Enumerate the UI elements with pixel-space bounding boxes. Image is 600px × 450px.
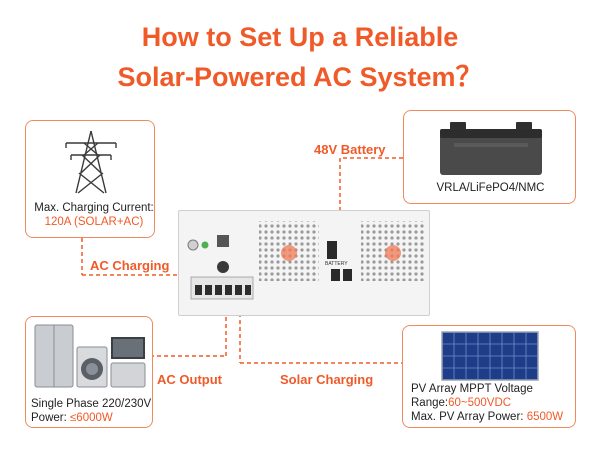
solar-panel-icon <box>441 331 539 381</box>
battery-icon <box>440 122 542 175</box>
pv-card: PV Array MPPT Voltage Range:60~500VDC Ma… <box>402 325 576 428</box>
title-line-2: Solar-Powered AC System？ <box>117 62 483 92</box>
appliance-power-value: ≤6000W <box>70 412 113 424</box>
pv-voltage-label: PV Array MPPT Voltage <box>411 383 533 395</box>
solar-charging-label: Solar Charging <box>280 372 374 387</box>
transmission-tower-icon <box>65 130 117 194</box>
appliance-power-label: Power: <box>31 412 70 424</box>
pv-power-line: Max. PV Array Power: 6500W <box>411 410 577 424</box>
grid-charging-current-label: Max. Charging Current: <box>34 202 154 214</box>
battery-types: VRLA/LiFePO4/NMC <box>436 182 545 194</box>
grid-charging-current-value: 120A (SOLAR+AC) <box>44 216 144 228</box>
appliance-card: Single Phase 220/230V Power: ≤6000W <box>25 316 153 428</box>
pv-power-label: Max. PV Array Power: <box>411 411 527 423</box>
inverter-icon <box>187 221 425 300</box>
battery-connector-label: 48V Battery <box>314 142 386 157</box>
pv-range-label: Range: <box>411 397 449 409</box>
battery-card: VRLA/LiFePO4/NMC <box>403 110 576 204</box>
home-appliances-icon <box>34 324 146 388</box>
appliance-power-line: Power: ≤6000W <box>31 411 153 425</box>
pv-range-line: Range:60~500VDC <box>411 396 577 410</box>
inverter-unit: BATTERY <box>178 210 430 316</box>
ac-charging-label: AC Charging <box>90 258 170 273</box>
pv-range-value: 60~500VDC <box>448 397 512 409</box>
grid-card: Max. Charging Current: 120A (SOLAR+AC) <box>25 120 155 238</box>
battery-port-label: BATTERY <box>325 261 348 267</box>
pv-power-value: 6500W <box>526 411 564 423</box>
title-line-1: How to Set Up a Reliable <box>141 22 459 52</box>
ac-output-label: AC Output <box>157 372 222 387</box>
appliance-voltage: Single Phase 220/230V <box>31 398 152 410</box>
